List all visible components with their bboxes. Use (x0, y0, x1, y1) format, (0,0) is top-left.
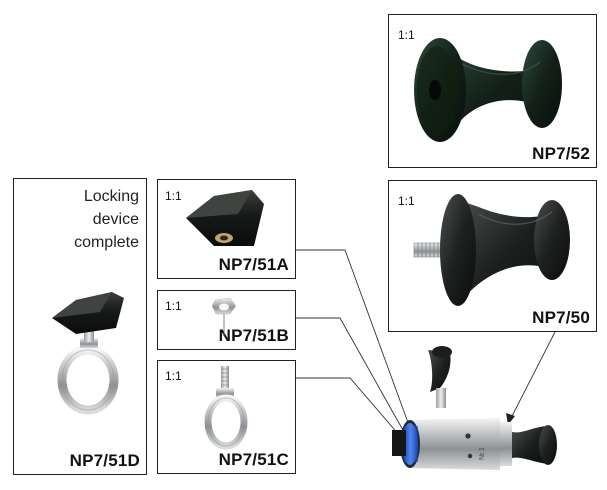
scale-label: 1:1 (165, 369, 182, 383)
part-code-np7-52: NP7/52 (532, 144, 590, 163)
part-code-np7-51a: NP7/51A (218, 255, 289, 274)
caption-line: Locking (83, 188, 139, 205)
np7-51d-locking-device-image (52, 292, 124, 415)
np7-51c-clamp-image (204, 366, 248, 450)
leader-line-np7-51c (296, 377, 401, 437)
panel-np7-51c: 1:1 NP7/51C (157, 360, 296, 474)
part-code-np7-51b: NP7/51B (218, 326, 289, 345)
scale-label: 1:1 (398, 194, 415, 208)
leader-line-np7-51b (296, 317, 405, 433)
leader-line-np7-51a (296, 249, 411, 429)
scale-label: 1:1 (165, 189, 182, 203)
scale-label: 1:1 (165, 299, 182, 313)
scale-label: 1:1 (398, 28, 415, 42)
np7-52-roller-image (414, 38, 562, 142)
part-code-np7-50: NP7/50 (532, 308, 590, 327)
leader-line-np7-50 (509, 331, 556, 421)
np7-51b-nut-image (211, 297, 237, 336)
assembly-image: Nr.1 (392, 346, 557, 470)
part-code-np7-51c: NP7/51C (218, 450, 289, 469)
part-code-np7-51d: NP7/51D (69, 451, 140, 470)
caption-locking-device-complete: Locking device complete (74, 185, 139, 254)
np7-51a-wedge-image (186, 190, 264, 246)
caption-line: complete (74, 234, 139, 251)
caption-line: device (92, 211, 139, 228)
leader-lines (296, 249, 556, 437)
np7-50-roller-image (413, 194, 570, 306)
engraving-text: Nr.1 (479, 447, 486, 460)
